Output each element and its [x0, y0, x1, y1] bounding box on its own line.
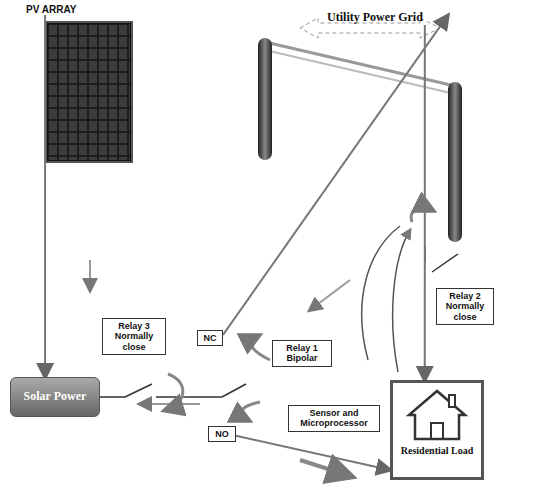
residential-load: Residential Load [390, 380, 484, 480]
relay3-curved-arrow [166, 374, 183, 410]
wire [100, 396, 125, 398]
wire [156, 396, 222, 398]
contact-box: NC [197, 330, 223, 346]
utility-pole [448, 82, 462, 242]
node-label: NO [212, 429, 232, 439]
relay1-switch [222, 384, 246, 397]
relay-box: Relay 2 Normally close [436, 288, 494, 325]
feedback-line [362, 226, 400, 360]
relay2-switch [432, 254, 458, 272]
relay-box: Relay 3 Normally close [102, 318, 166, 355]
node-label: Sensor and Microprocessor [292, 408, 376, 429]
connector [44, 15, 46, 377]
sensor-box: Sensor and Microprocessor [288, 405, 380, 432]
pv-array: PV ARRAY [26, 4, 138, 15]
node-label: NC [201, 333, 219, 343]
node-label: Residential Load [393, 445, 481, 456]
connector [424, 25, 426, 380]
contact-box: NO [208, 426, 236, 442]
feedback-arrow [393, 230, 410, 372]
node-label: Relay 1 Bipolar [276, 343, 328, 364]
node-label: Relay 2 Normally close [440, 291, 490, 322]
node-label: Solar Power [24, 390, 87, 403]
relay2-curved-arrow [411, 208, 432, 222]
pv-panel [46, 22, 132, 162]
relay3-switch [125, 384, 152, 397]
connector [223, 15, 448, 335]
utility-pole [258, 38, 272, 160]
node-label: Utility Power Grid [270, 10, 480, 25]
utility-grid: Utility Power Grid [250, 10, 480, 25]
relay1-curved-arrow [251, 336, 270, 360]
grid-wire [265, 42, 455, 86]
pv-cells [48, 24, 130, 160]
flow-arrow [310, 280, 350, 310]
house-icon [393, 385, 481, 445]
relay1-curved-arrow [241, 402, 260, 420]
flow-arrow [300, 460, 350, 476]
connector [236, 436, 390, 470]
grid-wire [265, 50, 455, 94]
node-label: PV ARRAY [26, 4, 138, 15]
flow-arrow [140, 403, 200, 405]
relay-box: Relay 1 Bipolar [272, 340, 332, 367]
flow-arrow [89, 260, 91, 290]
solar-power-box: Solar Power [10, 377, 100, 417]
node-label: Relay 3 Normally close [106, 321, 162, 352]
